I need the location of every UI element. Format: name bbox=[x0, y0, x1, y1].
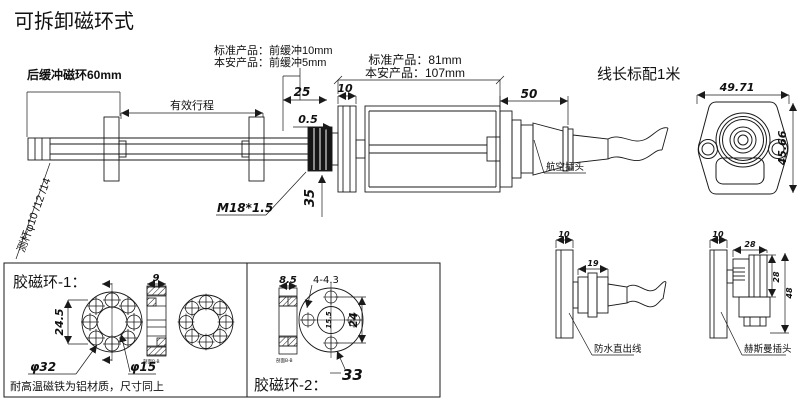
dim-0-5: 0.5 bbox=[298, 113, 318, 126]
cable bbox=[607, 127, 669, 161]
cable-length-label: 线长标配1米 bbox=[597, 66, 680, 83]
main-sensor-view bbox=[27, 105, 669, 193]
hirschmann-label: 赫斯曼插头 bbox=[744, 343, 792, 355]
connector-circles bbox=[715, 112, 771, 168]
measuring-rod bbox=[27, 137, 310, 161]
label-plate bbox=[715, 157, 765, 185]
waterproof-dim-10: 10 bbox=[558, 230, 570, 239]
hirschmann-plug-view bbox=[709, 236, 789, 356]
dim-45-66: 45.66 bbox=[776, 130, 789, 166]
dim-35: 35 bbox=[303, 189, 318, 207]
ring1-dim-d32: φ32 bbox=[30, 360, 56, 374]
dim-10: 10 bbox=[337, 82, 353, 95]
main-view-labels: 后缓冲磁环60mm 标准产品：前缓冲10mm 本安产品：前缓冲5mm 标准产品：… bbox=[14, 43, 681, 254]
thread-section bbox=[307, 126, 339, 172]
ring1-title: 胶磁环-1： bbox=[13, 274, 86, 291]
ring2-dim-holes: 4-4.3 bbox=[313, 275, 339, 286]
mounting-holes bbox=[698, 139, 788, 159]
rod-diameter-label: 测杆φ10 /12 /14 bbox=[14, 176, 54, 254]
page-title: 可拆卸磁环式 bbox=[14, 10, 134, 33]
waterproof-dim-19: 19 bbox=[587, 259, 599, 268]
hirschmann-dimensions bbox=[709, 236, 789, 356]
dim-50: 50 bbox=[521, 87, 538, 101]
ring1-dimensions bbox=[28, 280, 166, 375]
sensor-body bbox=[337, 105, 501, 193]
ring1-dim-d15: φ15 bbox=[130, 360, 156, 374]
ring2-dim-24: 24 bbox=[347, 312, 360, 327]
hirschmann-dim-10: 10 bbox=[712, 230, 724, 239]
waterproof-label: 防水直出线 bbox=[594, 343, 642, 355]
ring1-dim-9: 9 bbox=[153, 273, 160, 284]
thread-label: M18*1.5 bbox=[217, 201, 273, 215]
ring1-dim-24-5: 24.5 bbox=[53, 308, 66, 335]
ring2-dim-15-5: 15.5 bbox=[325, 311, 333, 328]
stroke-label: 有效行程 bbox=[170, 98, 214, 112]
ring2-dim-8-5: 8.5 bbox=[279, 275, 297, 286]
ring2-dim-33: 33 bbox=[342, 366, 363, 384]
ring2-title: 胶磁环-2： bbox=[254, 377, 327, 394]
body-length-line2: 本安产品：107mm bbox=[365, 65, 465, 80]
hirschmann-dim-48: 48 bbox=[785, 287, 794, 300]
end-view-dimensions bbox=[696, 91, 797, 193]
ring2-box bbox=[246, 262, 441, 398]
ring1-note: 耐高温磁铁为铝材质，尺寸同上 bbox=[10, 379, 164, 393]
ring1-section-label: 剖面B-B bbox=[143, 358, 160, 365]
plug-label: 航空插头 bbox=[546, 161, 584, 173]
hex-end-view bbox=[696, 91, 797, 195]
ring2-section-label: 剖面B-B bbox=[276, 357, 293, 364]
main-view-dimensions bbox=[15, 68, 586, 260]
body-length-line1: 标准产品：81mm bbox=[368, 53, 461, 67]
ring2-dimensions bbox=[279, 282, 366, 374]
waterproof-dimensions bbox=[555, 236, 634, 356]
hirschmann-dim-28-top: 28 bbox=[744, 240, 756, 249]
ring2-section-view bbox=[278, 287, 298, 355]
rear-buffer-label: 后缓冲磁环60mm bbox=[27, 67, 122, 82]
hirschmann-dim-28-side: 28 bbox=[772, 271, 781, 283]
dim-25: 25 bbox=[294, 85, 311, 99]
ring1-front-view-2 bbox=[177, 293, 235, 351]
magnet-ring-front bbox=[241, 116, 265, 182]
ring1-section-view bbox=[146, 285, 167, 357]
waterproof-cable-view bbox=[555, 236, 667, 356]
magnet-ring-rear bbox=[103, 116, 127, 182]
ring1-front-view bbox=[80, 280, 144, 364]
front-buffer-line1: 标准产品：前缓冲10mm bbox=[214, 43, 333, 57]
front-buffer-line2: 本安产品：前缓冲5mm bbox=[214, 55, 326, 69]
dim-49-71: 49.71 bbox=[719, 81, 755, 94]
aviation-plug bbox=[499, 110, 609, 188]
